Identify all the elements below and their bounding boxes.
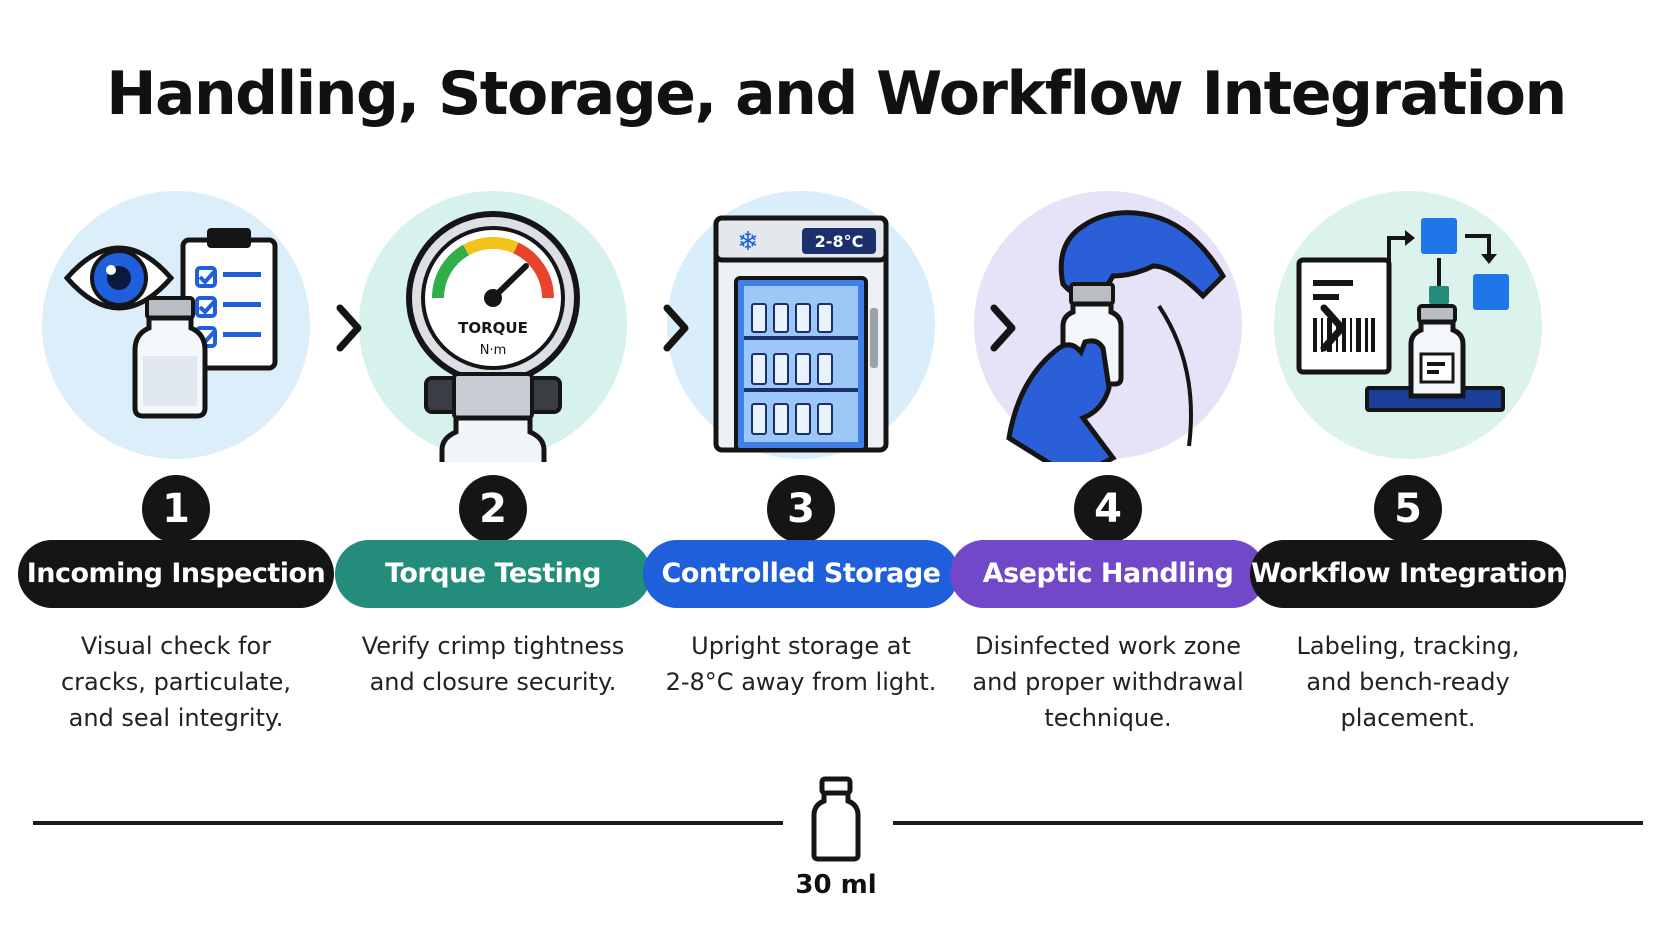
step-description: Verify crimp tightness and closure secur… [361,632,625,696]
page-title: Handling, Storage, and Workflow Integrat… [106,59,1567,129]
step-controlled-storage: ❄ 2-8°C 3 Controlled Storage Upright sto… [643,0,959,760]
step-title-pill: Workflow Integration [1250,540,1566,608]
step-description: Disinfected work zone and proper withdra… [972,632,1244,732]
eye-clipboard-vial-icon [39,188,313,462]
divider-line-left [33,821,783,825]
step-incoming-inspection: 1 Incoming Inspection Visual check for c… [18,0,334,760]
step-torque-testing: TORQUE N·m 2 Torque Testing Verify crimp… [335,0,651,760]
step-workflow-integration: 5 Workflow Integration Labeling, trackin… [1250,0,1566,760]
gloved-hands-vial-icon [971,188,1245,462]
step-title-pill: Aseptic Handling [950,540,1266,608]
step-number-badge: 5 [1374,475,1442,543]
step-description: Upright storage at 2-8°C away from light… [665,632,937,696]
step-description: Visual check for cracks, particulate, an… [60,632,292,732]
step-title-pill: Torque Testing [335,540,651,608]
step-title-pill: Incoming Inspection [18,540,334,608]
step-aseptic-handling: 4 Aseptic Handling Disinfected work zone… [950,0,1266,760]
gauge-label: TORQUE [458,319,528,337]
step-number-badge: 4 [1074,475,1142,543]
chevron-right-icon [990,304,1016,352]
step-number-badge: 2 [459,475,527,543]
barcode-workflow-icon [1271,188,1545,462]
step-number-badge: 1 [142,475,210,543]
chevron-right-icon [1320,304,1346,352]
temperature-display: 2-8°C [815,232,864,251]
vial-volume-label: 30 ml [795,870,877,900]
torque-gauge-icon: TORQUE N·m [356,188,630,462]
step-number-badge: 3 [767,475,835,543]
step-description: Labeling, tracking, and bench-ready plac… [1296,632,1520,732]
vial-icon [811,776,861,862]
chevron-right-icon [663,304,689,352]
snowflake-icon: ❄ [737,227,759,257]
step-title-pill: Controlled Storage [643,540,959,608]
refrigerator-icon: ❄ 2-8°C [664,188,938,462]
divider-line-right [893,821,1643,825]
chevron-right-icon [336,304,362,352]
gauge-unit: N·m [480,343,507,358]
